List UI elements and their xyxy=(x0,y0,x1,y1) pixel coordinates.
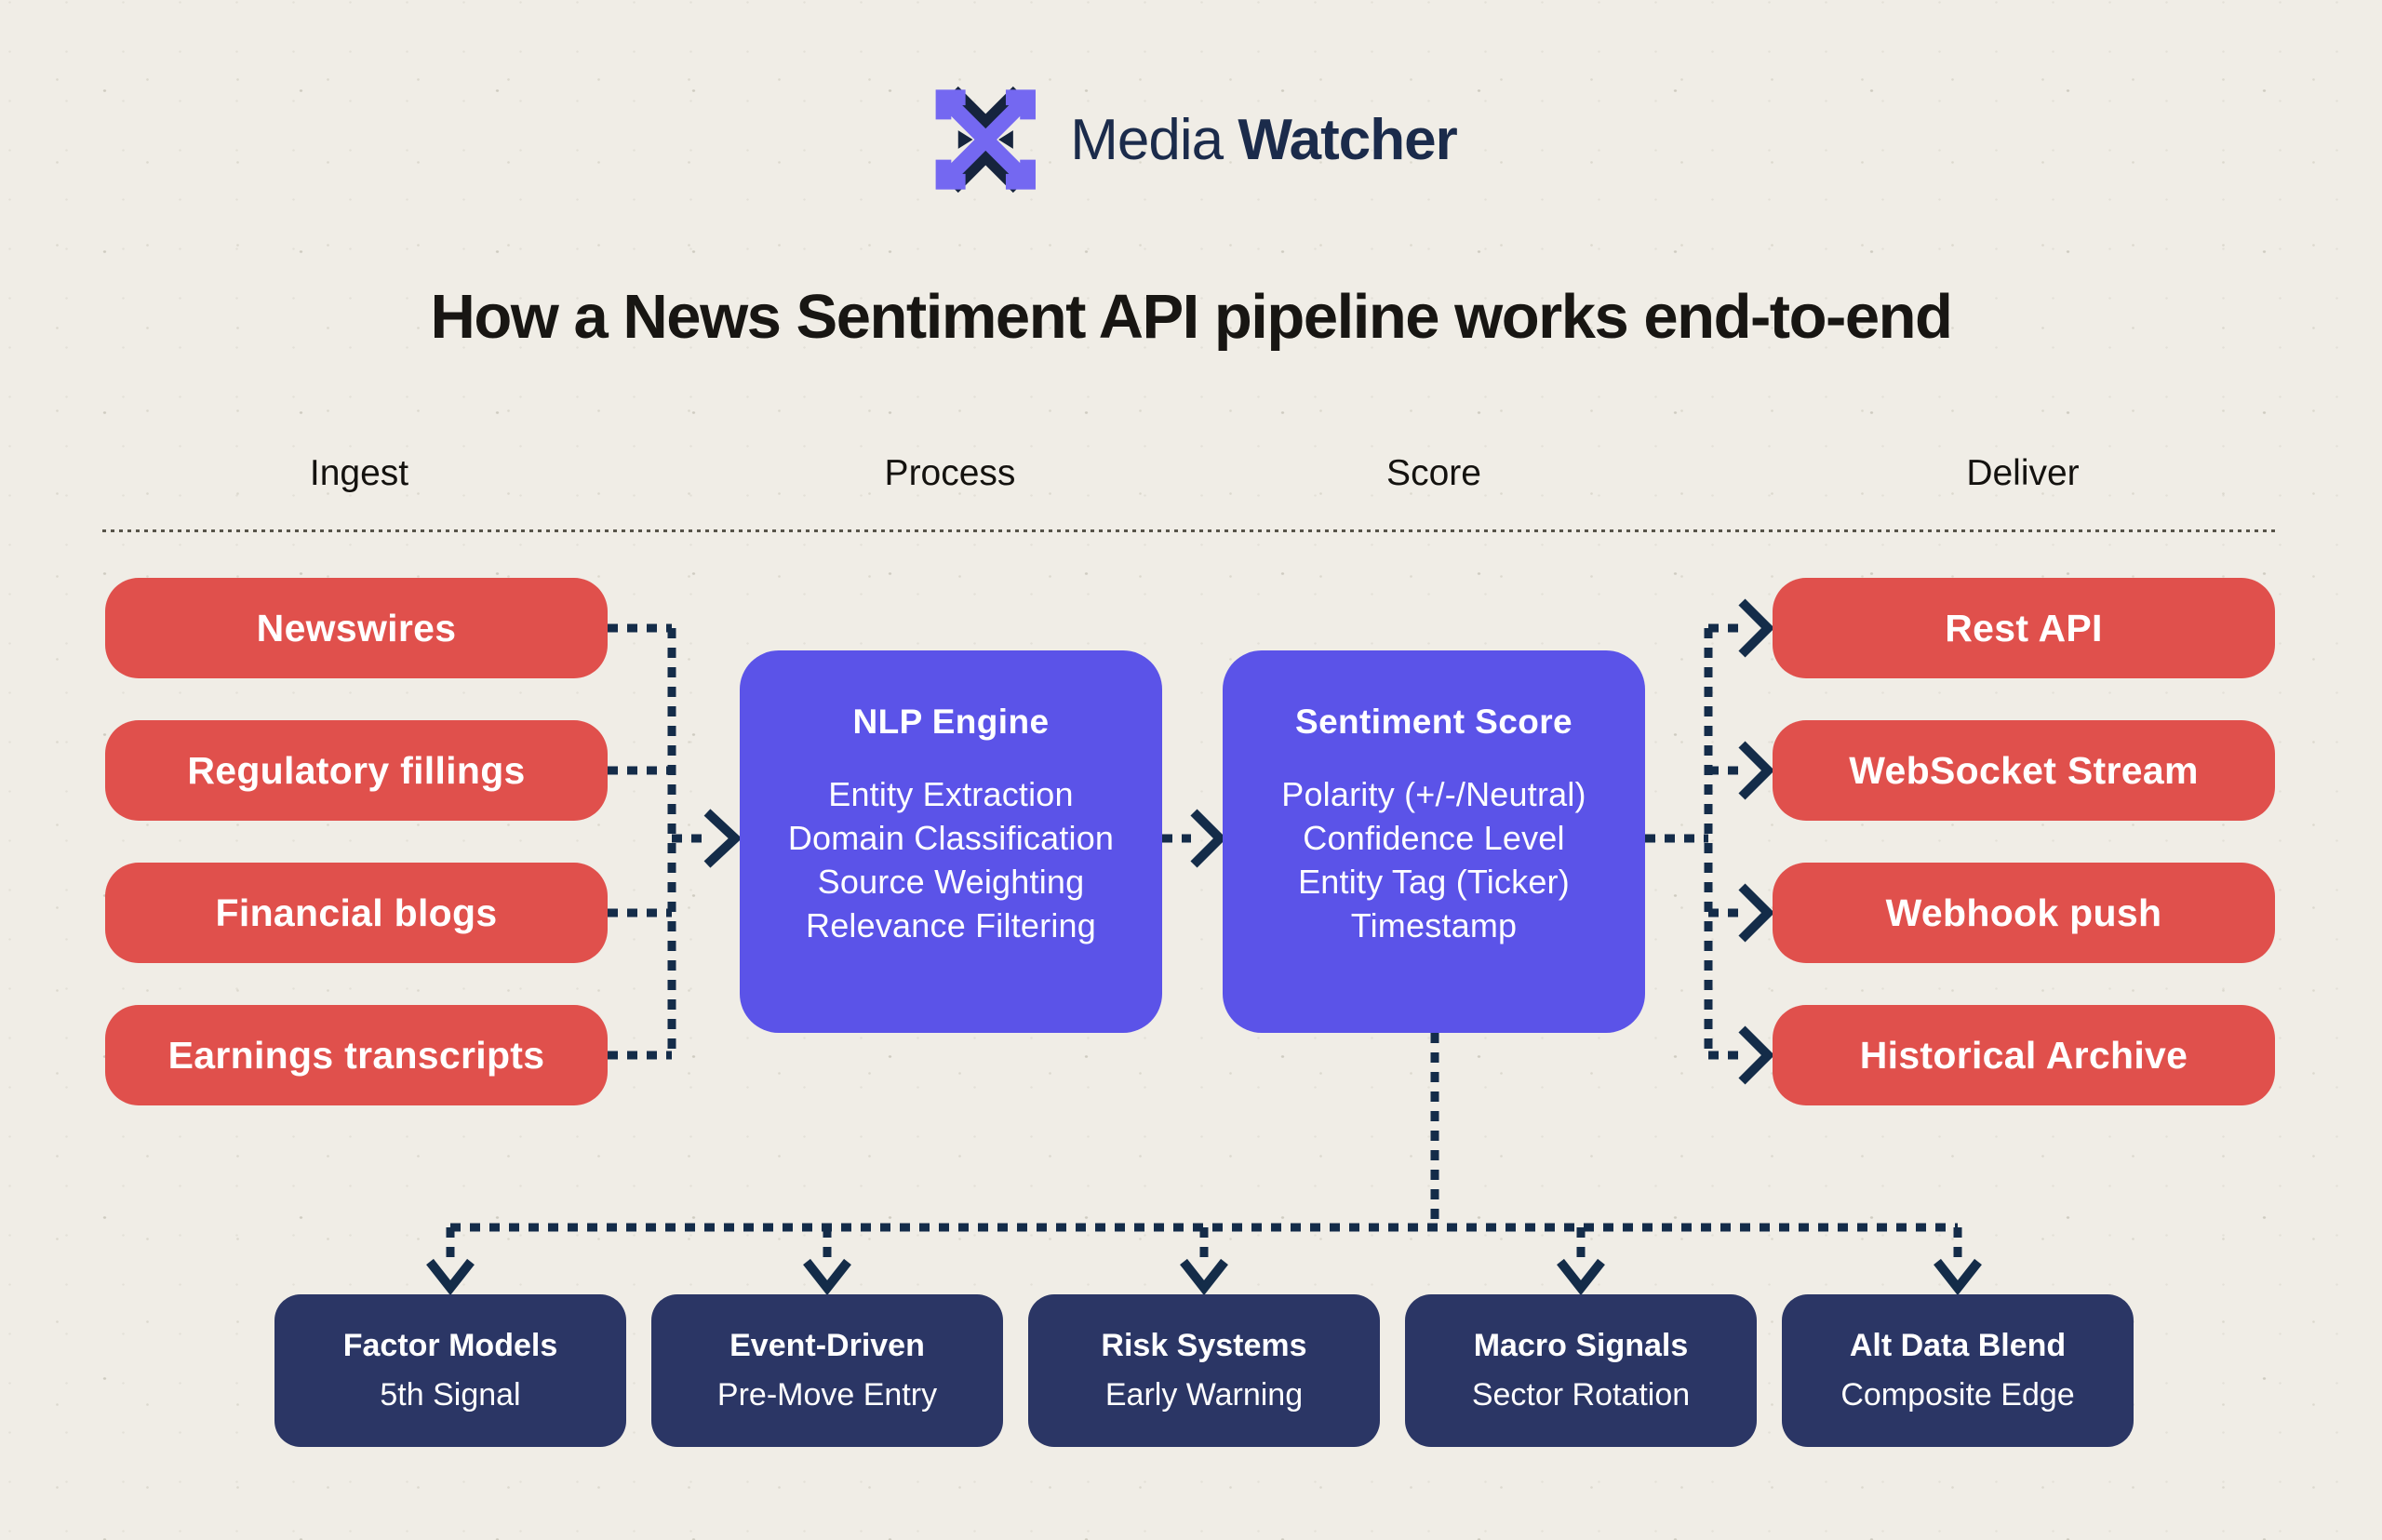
arrowhead-macro-signals xyxy=(1557,1258,1605,1296)
score-output: Timestamp xyxy=(1350,906,1518,944)
consumer-title: Factor Models xyxy=(342,1328,558,1363)
page-title: How a News Sentiment API pipeline works … xyxy=(430,282,1953,352)
consumer-box-event-driven: Event-Driven Pre-Move Entry xyxy=(651,1294,1003,1447)
consumer-subtitle: Composite Edge xyxy=(1840,1377,2075,1413)
deliver-box-rest-api: Rest API xyxy=(1773,578,2275,678)
consumer-box-alt-data-blend: Alt Data Blend Composite Edge xyxy=(1782,1294,2134,1447)
consumer-subtitle: Pre-Move Entry xyxy=(716,1377,938,1413)
consumer-title: Risk Systems xyxy=(1101,1328,1307,1363)
stage-label-process: Process xyxy=(884,453,1016,493)
ingest-box-regulatory-fillings: Regulatory fillings xyxy=(105,720,608,821)
arrowhead-websocket xyxy=(1738,741,1775,800)
arrowhead-event-driven xyxy=(803,1258,851,1296)
consumer-subtitle: Early Warning xyxy=(1104,1377,1304,1413)
arrowhead-rest-api xyxy=(1738,598,1775,658)
consumer-box-factor-models: Factor Models 5th Signal xyxy=(274,1294,626,1447)
nlp-step: Source Weighting xyxy=(817,863,1085,901)
consumer-box-macro-signals: Macro Signals Sector Rotation xyxy=(1405,1294,1757,1447)
deliver-box-historical-archive: Historical Archive xyxy=(1773,1005,2275,1105)
arrowhead-archive xyxy=(1738,1025,1775,1085)
stage-label-deliver: Deliver xyxy=(1966,453,2080,493)
sentiment-score-outputs: Polarity (+/-/Neutral) Confidence Level … xyxy=(1223,772,1645,947)
consumer-title: Alt Data Blend xyxy=(1849,1328,2067,1363)
nlp-engine-title: NLP Engine xyxy=(852,703,1050,741)
score-output: Confidence Level xyxy=(1303,819,1565,857)
stage-label-ingest: Ingest xyxy=(309,453,409,493)
ingest-box-earnings-transcripts: Earnings transcripts xyxy=(105,1005,608,1105)
stage-divider-line xyxy=(102,529,2280,532)
nlp-engine-steps: Entity Extraction Domain Classification … xyxy=(740,772,1162,947)
brand-name-regular: Media xyxy=(1070,107,1224,172)
brand-name-bold: Watcher xyxy=(1238,107,1457,172)
consumer-subtitle: 5th Signal xyxy=(380,1377,521,1413)
sentiment-score-panel: Sentiment Score Polarity (+/-/Neutral) C… xyxy=(1223,650,1645,1033)
arrowhead-webhook xyxy=(1738,883,1775,943)
arrowhead-alt-data xyxy=(1934,1258,1982,1296)
arrowhead-factor-models xyxy=(426,1258,475,1296)
consumer-title: Event-Driven xyxy=(729,1328,925,1363)
brand-logo: Media Watcher xyxy=(925,79,1458,200)
nlp-step: Entity Extraction xyxy=(828,775,1074,813)
consumer-box-risk-systems: Risk Systems Early Warning xyxy=(1028,1294,1380,1447)
nlp-engine-panel: NLP Engine Entity Extraction Domain Clas… xyxy=(740,650,1162,1033)
deliver-box-webhook-push: Webhook push xyxy=(1773,863,2275,963)
stage-label-score: Score xyxy=(1386,453,1481,493)
score-output: Entity Tag (Ticker) xyxy=(1298,863,1570,901)
ingest-box-newswires: Newswires xyxy=(105,578,608,678)
arrowhead-to-score xyxy=(1190,809,1227,868)
nlp-step: Relevance Filtering xyxy=(806,906,1096,944)
deliver-box-websocket-stream: WebSocket Stream xyxy=(1773,720,2275,821)
consumer-title: Macro Signals xyxy=(1473,1328,1689,1363)
brand-name: Media Watcher xyxy=(1070,107,1457,173)
ingest-box-financial-blogs: Financial blogs xyxy=(105,863,608,963)
logo-x-arrows-icon xyxy=(935,86,1036,194)
sentiment-score-title: Sentiment Score xyxy=(1295,703,1572,741)
consumer-subtitle: Sector Rotation xyxy=(1471,1377,1691,1413)
arrowhead-risk-systems xyxy=(1180,1258,1228,1296)
nlp-step: Domain Classification xyxy=(787,819,1115,857)
score-output: Polarity (+/-/Neutral) xyxy=(1281,775,1586,813)
arrowhead-to-nlp xyxy=(703,809,743,868)
